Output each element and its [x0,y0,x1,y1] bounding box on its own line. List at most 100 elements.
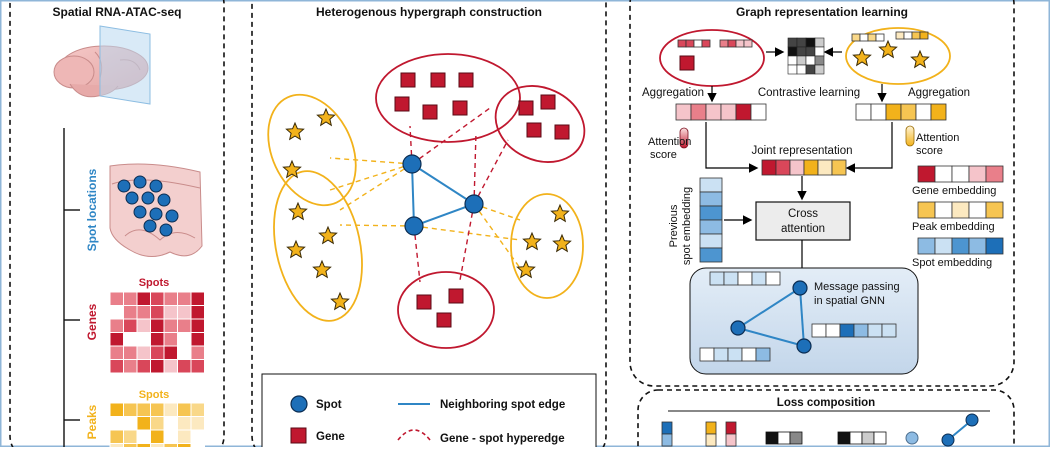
matrix-cell [190,402,205,417]
embedding-cell [709,271,725,286]
embedding-cell [735,103,752,121]
loss-cell [849,431,863,445]
embedding-cell [789,159,805,176]
attention-right-line1: Attention [916,132,959,144]
spot-triangle [402,154,484,236]
embedding-cell [867,323,883,338]
matrix-cell [787,37,798,48]
loss-cell [765,431,779,445]
peak-graph-ellipse [845,27,951,85]
embedding-cell [930,103,947,121]
spatial-gnn-box [689,267,919,375]
embedding-cell [811,323,827,338]
slice-spot [157,193,171,207]
matrix-cell [163,443,178,452]
gene-square [540,94,556,110]
panel-hypergraph: Heterogenous hypergraph construction [251,0,607,452]
matrix-cell [814,55,825,66]
embedding-cell [951,165,970,183]
embedding-cell [685,39,695,48]
spot-locations-label: Spot locations [85,168,99,251]
matrix-cell [123,359,138,374]
panel-loss-title: Loss composition [777,397,875,409]
embedding-cell [699,247,723,263]
embedding-cell [859,33,869,42]
matrix-cell [814,64,825,75]
matrix-cell [136,318,151,333]
message-passing-line2: in spatial GNN [814,295,885,307]
embedding-cell [713,347,729,362]
matrix-cell [787,64,798,75]
gene-square [436,312,452,328]
matrix-cell [190,359,205,374]
gene-matrix [109,291,205,374]
legend-edge-label: Neighboring spot edge [440,399,565,411]
peak-star [878,39,898,59]
slice-spot [143,219,157,233]
embedding-cell [968,165,987,183]
matrix-cell [136,359,151,374]
matrix-cell [177,291,192,306]
loss-node [965,413,979,427]
matrix-cell [190,416,205,431]
matrix-cell [163,305,178,320]
cross-attention-line1: Cross [788,208,818,220]
gene-hyperedge-bottom [397,271,495,349]
embedding-cell [968,237,987,255]
matrix-cell [190,345,205,360]
peak-star [286,239,306,259]
embedding-cell [851,33,861,42]
matrix-cell [177,429,192,444]
matrix-cell [123,402,138,417]
matrix-cell [150,443,165,452]
gene-aggregated-bar [675,103,767,121]
embedding-cell [934,201,953,219]
gene-square [554,124,570,140]
embedding-cell [761,159,777,176]
gene-square [526,122,542,138]
embedding-cell [699,205,723,221]
embedding-cell [917,201,936,219]
matrix-cell [109,402,124,417]
previous-label-line1: Previous [668,204,680,247]
matrix-cell [150,402,165,417]
matrix-cell [805,46,816,57]
embedding-cell [825,323,841,338]
embedding-cell [803,159,819,176]
peak-star [550,203,570,223]
matrix-cell [190,305,205,320]
loss-cell [861,431,875,445]
matrix-cell [136,332,151,347]
embedding-cell [895,31,905,40]
contrastive-matrix [787,37,825,75]
loss-cell [725,433,737,447]
panel-spatial-title: Spatial RNA-ATAC-seq [53,5,182,19]
matrix-cell [163,359,178,374]
peak-star [312,259,332,279]
gene-square [448,288,464,304]
matrix-cell [123,318,138,333]
peak-hyperedge-bottom-left [273,170,363,322]
arrow-gene-to-joint [705,122,759,173]
embedding-cell [870,103,887,121]
embedding-cell [693,39,703,48]
embedding-cell [900,103,917,121]
embedding-cell [743,39,753,48]
matrix-cell [190,429,205,444]
matrix-cell [177,416,192,431]
slice-spots [117,175,179,237]
peak-star [910,49,930,69]
embedding-cell [853,323,869,338]
embedding-cell [720,103,737,121]
embedding-cell [727,347,743,362]
panel-loss: Loss composition [637,389,1015,452]
slice-spot [165,209,179,223]
embedding-cell [755,347,771,362]
loss-icons [661,413,979,447]
peak-star [318,225,338,245]
legend-spot-label: Spot [316,399,342,411]
peak-aggregated-bar [855,103,947,121]
embedding-cell [690,103,707,121]
embedding-cell [968,201,987,219]
embedding-legend [917,165,1004,255]
